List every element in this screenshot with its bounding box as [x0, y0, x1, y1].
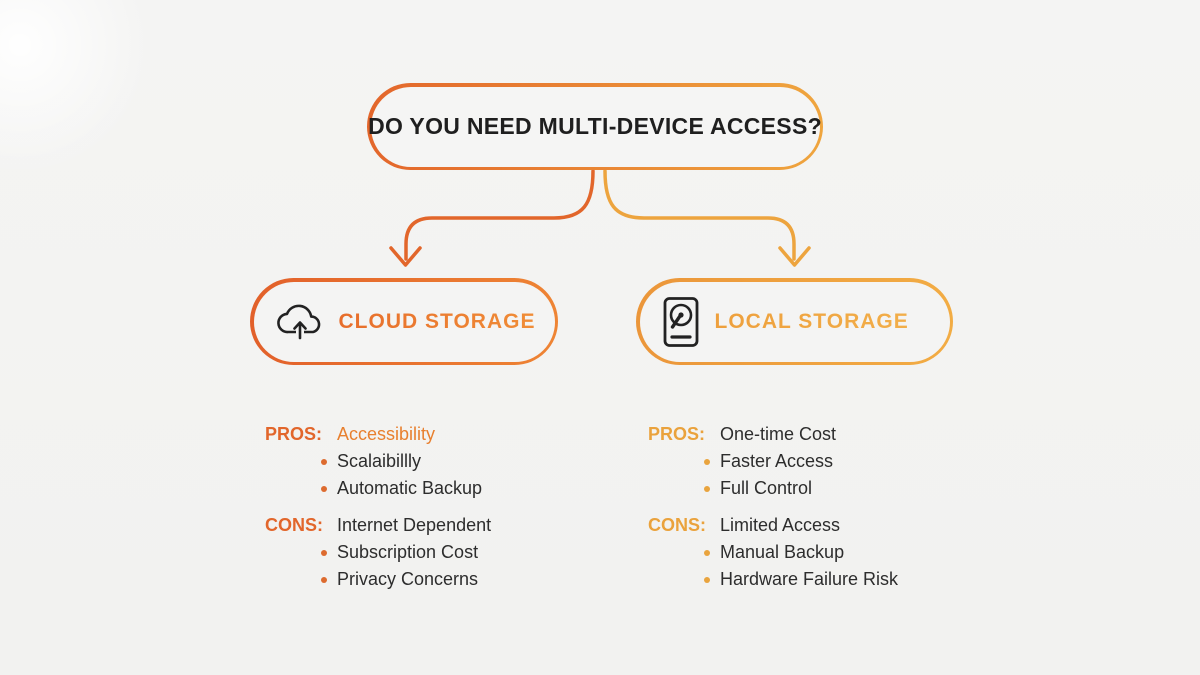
cloud-cons-section: CONS: Internet Dependent Subscription Co… — [265, 512, 491, 593]
decision-question-text: DO YOU NEED MULTI-DEVICE ACCESS? — [368, 113, 822, 139]
list-item: Privacy Concerns — [320, 566, 491, 593]
cloud-cons-list: Internet Dependent Subscription Cost Pri… — [320, 512, 492, 593]
decision-question-inner: DO YOU NEED MULTI-DEVICE ACCESS? — [368, 86, 822, 167]
list-item: Subscription Cost — [320, 539, 491, 566]
cloud-pros-section: PROS: Accessibility Scalaibillly Automat… — [265, 421, 491, 502]
local-storage-label: LOCAL STORAGE — [714, 309, 909, 333]
list-item: Limited Access — [720, 515, 841, 535]
list-item: Hardware Failure Risk — [703, 566, 898, 593]
list-item: Full Control — [703, 475, 836, 502]
list-item: Internet Dependent — [337, 515, 492, 535]
local-cons-list: Limited Access Manual Backup Hardware Fa… — [703, 512, 898, 593]
cloud-storage-label: CLOUD STORAGE — [338, 309, 536, 333]
pros-label: PROS: — [265, 424, 323, 444]
list-item: Accessibility — [337, 424, 436, 444]
cloud-pros-list: Accessibility Scalaibillly Automatic Bac… — [320, 421, 482, 502]
hard-drive-icon — [662, 296, 700, 348]
pros-label: PROS: — [648, 424, 706, 444]
list-item: One-time Cost — [720, 424, 837, 444]
cloud-storage-node: CLOUD STORAGE — [250, 278, 558, 365]
local-pros-list: One-time Cost Faster Access Full Control — [703, 421, 837, 502]
cloud-storage-details: PROS: Accessibility Scalaibillly Automat… — [265, 421, 491, 593]
local-storage-node: LOCAL STORAGE — [636, 278, 953, 365]
cons-label: CONS: — [648, 515, 706, 535]
list-item: Manual Backup — [703, 539, 898, 566]
cloud-upload-icon — [276, 301, 324, 343]
cons-label: CONS: — [265, 515, 323, 535]
left-branch-arrow — [389, 169, 595, 267]
local-storage-details: PROS: One-time Cost Faster Access Full C… — [648, 421, 898, 593]
local-cons-section: CONS: Limited Access Manual Backup Hardw… — [648, 512, 898, 593]
cloud-storage-inner: CLOUD STORAGE — [253, 281, 555, 362]
decision-question-box: DO YOU NEED MULTI-DEVICE ACCESS? — [367, 83, 823, 170]
list-item: Scalaibillly — [320, 448, 482, 475]
local-storage-inner: LOCAL STORAGE — [639, 281, 950, 362]
list-item: Faster Access — [703, 448, 836, 475]
right-branch-arrow — [603, 169, 811, 267]
list-item: Automatic Backup — [320, 475, 482, 502]
local-pros-section: PROS: One-time Cost Faster Access Full C… — [648, 421, 898, 502]
